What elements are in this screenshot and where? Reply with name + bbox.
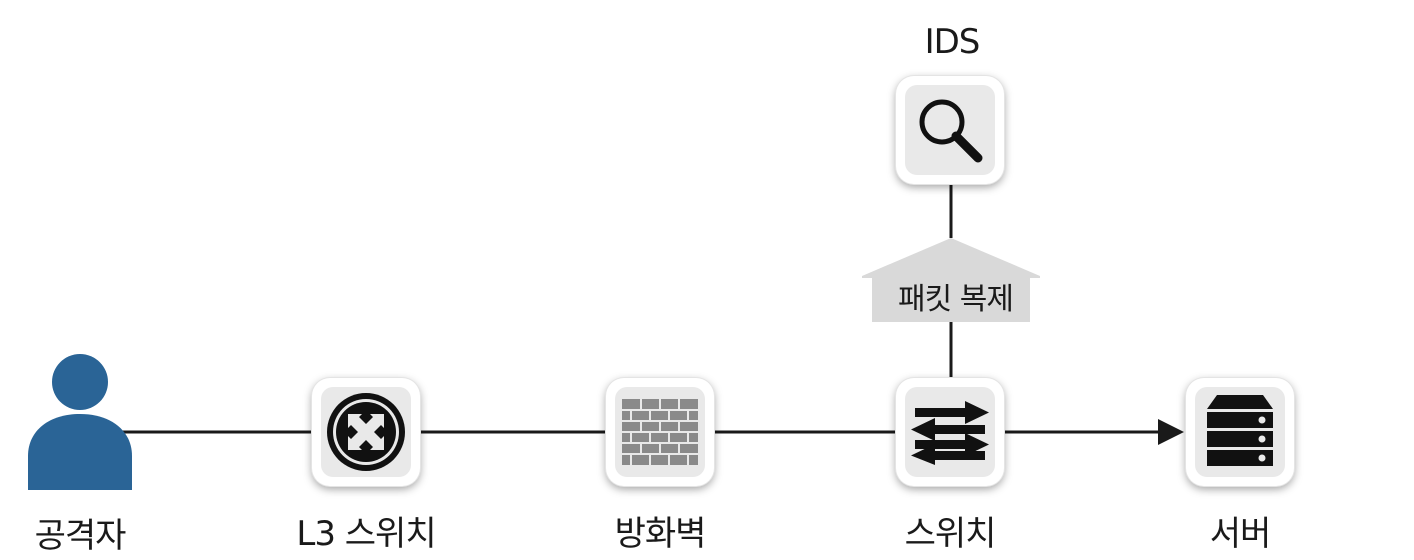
switch-arrows-icon [911,401,989,465]
server-icon [1207,395,1273,466]
person-icon [28,354,132,490]
switch-node [896,378,1004,486]
packet-copy-arrow [862,238,1040,322]
switch-label: 스위치 [904,514,997,554]
l3-switch-label: L3 스위치 [296,514,436,554]
ids-node [896,76,1004,184]
firewall-label: 방화벽 [614,514,707,554]
packet-copy-label: 패킷 복제 [898,282,1014,317]
server-arrowhead [1158,419,1184,445]
router-icon [327,393,405,471]
firewall-node [606,378,714,486]
ids-label: IDS [924,22,981,62]
l3-switch-node [312,378,420,486]
brick-wall-icon [622,399,698,465]
attacker-label: 공격자 [34,516,127,556]
server-label: 서버 [1209,514,1272,554]
magnifier-icon [919,99,983,163]
server-node [1186,378,1294,486]
